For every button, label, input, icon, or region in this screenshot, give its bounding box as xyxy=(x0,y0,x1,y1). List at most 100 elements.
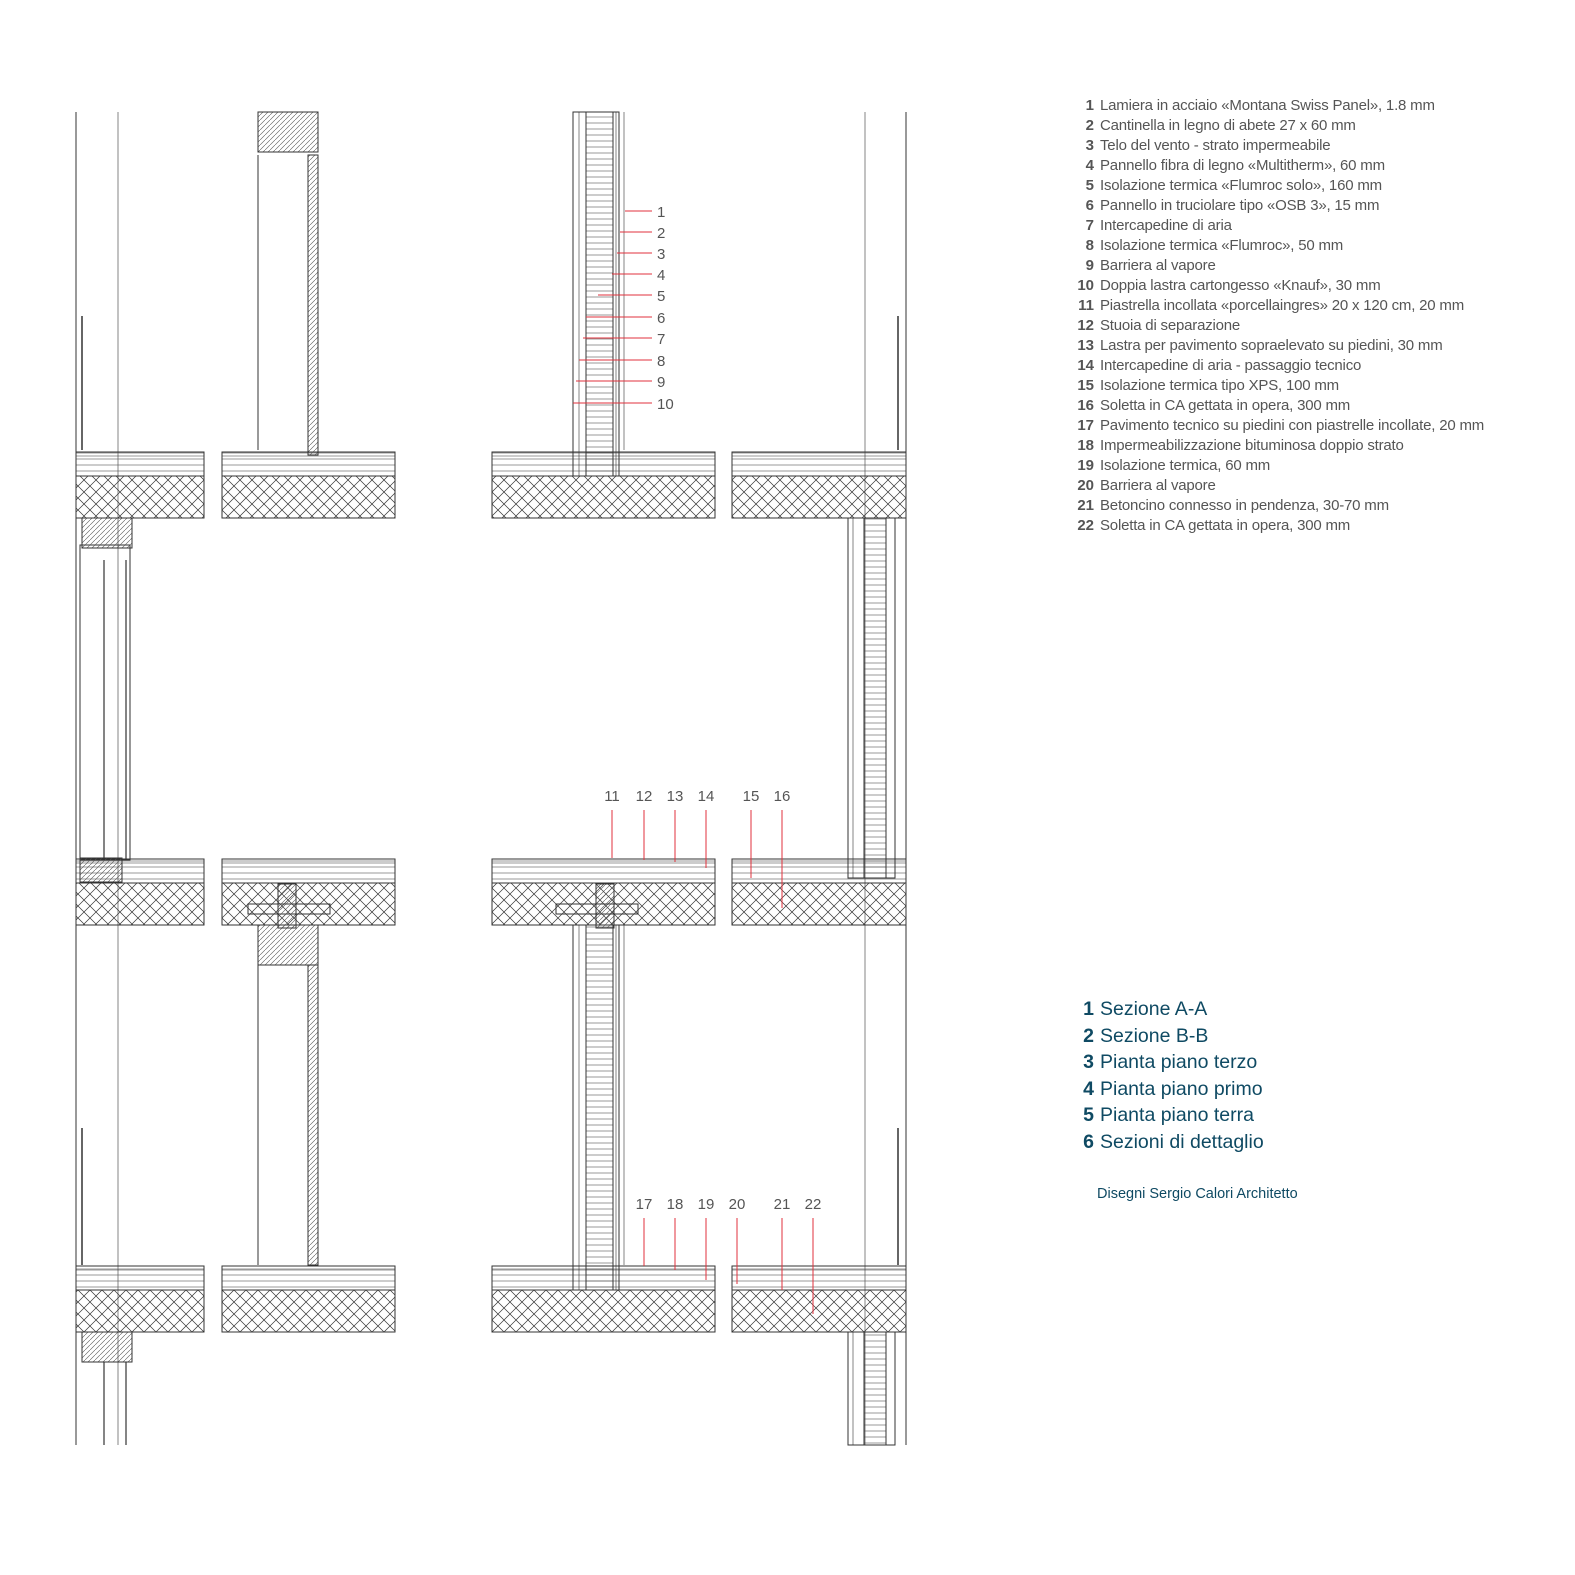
floor-buildup xyxy=(221,858,396,884)
callout-9-label: 9 xyxy=(657,374,665,391)
connector-plate xyxy=(277,883,297,929)
callouts-wall-layers: 1 2 3 4 5 6 7 8 9 10 xyxy=(573,204,674,413)
legend-number: 16 xyxy=(1077,397,1094,414)
index-text: Sezione A-A xyxy=(1100,998,1208,1020)
wall-insulation xyxy=(585,924,614,1291)
legend-number: 3 xyxy=(1085,137,1094,154)
index-item: 2 Sezione B-B xyxy=(1068,1023,1488,1050)
floor-buildup xyxy=(221,451,396,477)
callout-3: 3 xyxy=(617,246,665,263)
concrete-slab xyxy=(491,475,716,519)
callout-3-label: 3 xyxy=(657,246,665,263)
callout-21-label: 21 xyxy=(774,1196,791,1213)
column-head-lower xyxy=(257,924,319,966)
index-number: 4 xyxy=(1083,1077,1094,1100)
callout-20: 20 xyxy=(729,1196,746,1284)
callout-18: 18 xyxy=(667,1196,683,1270)
materials-legend: 1 Lamiera in acciaio «Montana Swiss Panel… xyxy=(1068,96,1538,536)
callout-21: 21 xyxy=(774,1196,791,1290)
drawing-credit: Disegni Sergio Calori Architetto xyxy=(1097,1186,1298,1202)
callout-5: 5 xyxy=(598,288,665,305)
index-text: Pianta piano terzo xyxy=(1100,1051,1258,1073)
index-number: 5 xyxy=(1083,1104,1094,1126)
connector-plate xyxy=(595,883,615,929)
legend-text: Impermeabilizzazione bituminosa doppio s… xyxy=(1100,437,1404,454)
legend-text: Intercapedine di aria - passaggio tecnic… xyxy=(1100,357,1362,374)
callout-10-label: 10 xyxy=(657,396,674,413)
callout-12-label: 12 xyxy=(636,788,653,805)
callout-15: 15 xyxy=(743,788,760,878)
legend-number: 9 xyxy=(1085,257,1094,274)
column-head-upper xyxy=(257,111,319,153)
legend-text: Isolazione termica, 60 mm xyxy=(1100,457,1271,474)
callout-22-label: 22 xyxy=(805,1196,822,1213)
callout-7-label: 7 xyxy=(657,331,665,348)
legend-text: Betoncino connesso in pendenza, 30-70 mm xyxy=(1100,497,1389,514)
floor-buildup xyxy=(221,1265,396,1291)
legend-number: 1 xyxy=(1085,97,1094,114)
legend-text: Barriera al vapore xyxy=(1100,477,1216,494)
callout-6-label: 6 xyxy=(657,310,665,327)
column-lining xyxy=(307,154,319,456)
legend-text: Lamiera in acciaio «Montana Swiss Panel»… xyxy=(1100,97,1435,114)
legend-number: 11 xyxy=(1078,297,1094,314)
legend-text: Piastrella incollata «porcellaingres» 20… xyxy=(1100,297,1464,314)
legend-number: 22 xyxy=(1077,517,1094,534)
legend-item: 18 Impermeabilizzazione bituminosa doppio… xyxy=(1068,436,1538,456)
wall-insulation xyxy=(863,1331,887,1446)
index-text: Pianta piano terra xyxy=(1100,1104,1254,1126)
legend-text: Intercapedine di aria xyxy=(1100,217,1232,234)
concrete-slab xyxy=(491,1289,716,1333)
callout-16: 16 xyxy=(774,788,790,908)
legend-text: Pannello fibra di legno «Multitherm», 60… xyxy=(1100,157,1385,174)
legend-text: Soletta in CA gettata in opera, 300 mm xyxy=(1100,397,1351,414)
legend-number: 18 xyxy=(1077,437,1094,454)
window-frame xyxy=(79,544,131,861)
legend-item: 3 Telo del vento - strato impermeabile xyxy=(1068,136,1538,156)
legend-text: Telo del vento - strato impermeabile xyxy=(1100,137,1331,154)
callout-19-label: 19 xyxy=(698,1196,715,1213)
legend-number: 14 xyxy=(1077,357,1094,374)
concrete-slab xyxy=(731,1289,907,1333)
callout-14: 14 xyxy=(698,788,714,868)
index-text: Sezione B-B xyxy=(1100,1024,1209,1047)
legend-number: 13 xyxy=(1077,337,1094,354)
callout-12: 12 xyxy=(636,788,653,860)
index-number: 2 xyxy=(1083,1024,1094,1047)
legend-text: Stuoia di separazione xyxy=(1100,317,1241,334)
callout-15-label: 15 xyxy=(743,788,760,805)
legend-number: 2 xyxy=(1085,117,1094,134)
window-lintel xyxy=(81,517,133,549)
legend-text: Isolazione termica tipo XPS, 100 mm xyxy=(1100,377,1339,394)
index-number: 1 xyxy=(1083,998,1094,1020)
callout-7: 7 xyxy=(583,331,665,348)
legend-number: 10 xyxy=(1077,277,1094,294)
callout-11-label: 11 xyxy=(604,788,620,805)
callout-20-label: 20 xyxy=(729,1196,746,1213)
index-item: 4 Pianta piano primo xyxy=(1068,1076,1488,1103)
callout-13: 13 xyxy=(667,788,683,862)
window-lintel xyxy=(81,1331,133,1363)
legend-text: Pannello in truciolare tipo «OSB 3», 15 … xyxy=(1100,197,1380,214)
legend-item: 11 Piastrella incollata «porcellaingres» … xyxy=(1068,296,1538,316)
index-text: Pianta piano primo xyxy=(1100,1077,1263,1100)
floor-buildup xyxy=(75,451,205,477)
wall-insulation xyxy=(863,517,887,879)
callout-9: 9 xyxy=(576,374,665,391)
legend-text: Pavimento tecnico su piedini con piastre… xyxy=(1100,417,1485,434)
index-item: 1 Sezione A-A xyxy=(1068,996,1488,1023)
